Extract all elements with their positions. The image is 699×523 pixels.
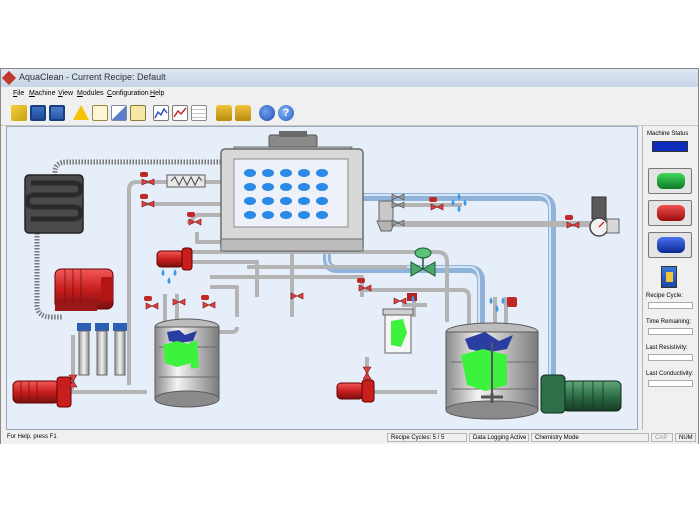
water-drops (161, 193, 505, 312)
help-hint: For Help, press F1 (7, 434, 57, 440)
filter-cartridges (77, 323, 127, 376)
menu-machine[interactable]: Machine (29, 90, 56, 97)
status-bar: For Help, press F1 Recipe Cycles: 5 / 5 … (1, 432, 698, 444)
right-tank[interactable] (445, 322, 539, 420)
dosing-tank[interactable] (382, 293, 417, 354)
pressure-gauge (589, 196, 620, 237)
last-conductivity-field (648, 380, 693, 387)
process-diagram (6, 126, 638, 430)
pump-center[interactable] (336, 379, 375, 403)
actuator-handles (140, 172, 573, 307)
time-remaining-field (648, 328, 693, 335)
report-icon[interactable] (92, 105, 108, 121)
caps-lock-indicator: CAP (651, 433, 673, 442)
spray-nozzles (244, 169, 328, 219)
wash-chamber[interactable] (220, 131, 364, 252)
edit-icon[interactable] (111, 105, 127, 121)
control-panel: Machine Status Recipe Cycle: Time Remain… (642, 126, 697, 430)
pump-right[interactable] (540, 374, 622, 414)
connect-icon[interactable] (259, 105, 275, 121)
valve-main-green[interactable] (410, 247, 436, 277)
grid-icon[interactable] (191, 105, 207, 121)
menu-file[interactable]: File (13, 90, 25, 97)
save-icon[interactable] (30, 105, 46, 121)
num-lock-indicator: NUM (675, 433, 696, 442)
recipe-cycle-field (648, 302, 693, 309)
recipe-cycles-status: Recipe Cycles: 5 / 5 (387, 433, 467, 442)
log-icon[interactable] (130, 105, 146, 121)
help-icon[interactable]: ? (278, 105, 294, 121)
menu-bar: File Machine View Modules Configuration … (1, 87, 698, 101)
blower-motor (54, 268, 114, 311)
last-conductivity-label: Last Conductivity: (646, 371, 694, 377)
start-icon (657, 173, 685, 189)
menu-configuration[interactable]: Configuration (107, 90, 149, 97)
menu-view[interactable]: View (58, 90, 74, 97)
pause-button[interactable] (648, 232, 692, 258)
lock-icon[interactable] (216, 105, 232, 121)
air-heater (166, 174, 206, 188)
title-bar[interactable]: AquaClean - Current Recipe: Default (1, 69, 698, 88)
save-as-icon[interactable] (49, 105, 65, 121)
left-tank[interactable] (154, 318, 220, 408)
machine-status-indicator (652, 141, 688, 152)
chart-icon[interactable] (153, 105, 169, 121)
menu-help[interactable]: Help (150, 90, 165, 97)
valves-gray (391, 193, 405, 227)
cyclone-separator (376, 200, 396, 232)
mode-status: Chemistry Mode (531, 433, 649, 442)
stop-button[interactable] (648, 200, 692, 226)
last-resistivity-label: Last Resistivity: (646, 345, 688, 351)
start-button[interactable] (648, 168, 692, 194)
data-logging-status: Data Logging Active (469, 433, 529, 442)
time-remaining-label: Time Remaining: (646, 319, 692, 325)
menu-modules[interactable]: Modules (77, 90, 104, 97)
pump-small[interactable] (156, 247, 193, 271)
door-icon[interactable] (661, 266, 677, 288)
recipe-cycle-label: Recipe Cycle: (646, 293, 684, 299)
application-window: AquaClean - Current Recipe: Default File… (0, 68, 699, 444)
window-title: AquaClean - Current Recipe: Default (19, 72, 166, 82)
machine-status-label: Machine Status (647, 131, 689, 137)
alarm-icon[interactable] (73, 105, 89, 120)
valves-red[interactable] (68, 178, 580, 388)
open-icon[interactable] (11, 105, 27, 121)
stop-icon (657, 205, 685, 221)
pause-icon (657, 237, 685, 253)
app-diamond-icon (1, 70, 17, 86)
trend-icon[interactable] (172, 105, 188, 121)
ribbed-duct (34, 159, 227, 320)
toolbar: ? (1, 103, 698, 126)
pump-left[interactable] (12, 376, 72, 408)
unlock-icon[interactable] (235, 105, 251, 121)
heat-exchanger (24, 174, 84, 234)
last-resistivity-field (648, 354, 693, 361)
